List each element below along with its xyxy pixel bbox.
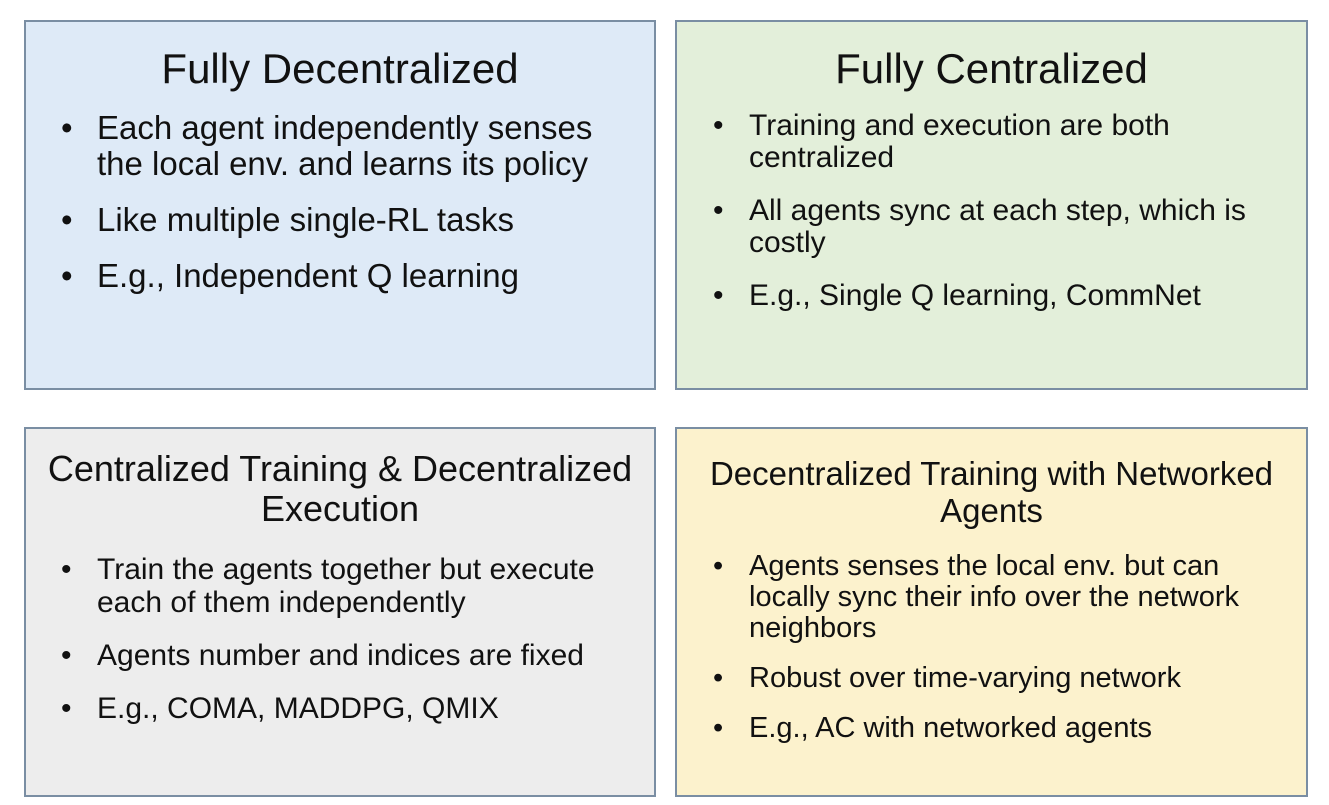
bullet-item: Agents number and indices are fixed (61, 639, 634, 672)
bullet-item: E.g., Independent Q learning (61, 258, 634, 295)
bullet-list: Agents senses the local env. but can loc… (677, 551, 1306, 745)
bullet-item: All agents sync at each step, which is c… (713, 195, 1286, 259)
bullet-item: Train the agents together but execute ea… (61, 553, 634, 619)
panel-fully-centralized: Fully Centralized Training and execution… (675, 20, 1308, 390)
panel-title: Fully Decentralized (161, 45, 519, 92)
bullet-item: E.g., Single Q learning, CommNet (713, 280, 1286, 313)
bullet-item: E.g., AC with networked agents (713, 713, 1286, 745)
panel-title: Decentralized Training with Networked Ag… (709, 455, 1274, 529)
bullet-item: Agents senses the local env. but can loc… (713, 551, 1286, 644)
bullet-item: E.g., COMA, MADDPG, QMIX (61, 692, 634, 725)
bullet-item: Like multiple single-RL tasks (61, 202, 634, 239)
bullet-item: Each agent independently senses the loca… (61, 110, 634, 182)
bullet-list: Training and execution are both centrali… (677, 110, 1306, 313)
panel-decentralized-networked: Decentralized Training with Networked Ag… (675, 427, 1308, 797)
bullet-item: Robust over time-varying network (713, 663, 1286, 695)
panel-title: Fully Centralized (835, 45, 1148, 92)
panel-ctde: Centralized Training & Decentralized Exe… (24, 427, 656, 797)
panel-fully-decentralized: Fully Decentralized Each agent independe… (24, 20, 656, 390)
panel-title: Centralized Training & Decentralized Exe… (47, 448, 633, 529)
bullet-item: Training and execution are both centrali… (713, 110, 1286, 174)
bullet-list: Each agent independently senses the loca… (26, 110, 654, 295)
bullet-list: Train the agents together but execute ea… (26, 553, 654, 725)
